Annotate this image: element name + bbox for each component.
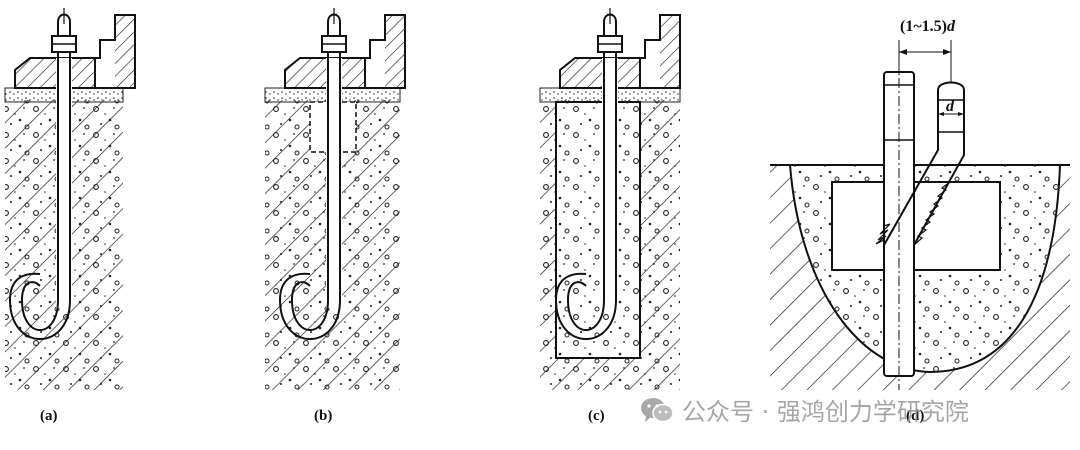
wechat-icon xyxy=(641,397,674,422)
panel-b xyxy=(264,8,406,390)
bolt-diameter-label: d xyxy=(946,98,954,115)
panel-d xyxy=(770,40,1070,390)
watermark: 公众号 · 强鸿创力学研究院 xyxy=(640,392,969,427)
spacing-dimension-symbol: d xyxy=(946,18,955,35)
panel-c xyxy=(539,8,681,390)
caption-c: (c) xyxy=(588,408,605,424)
spacing-dimension-prefix: (1~1.5) xyxy=(900,18,947,35)
caption-d: (d) xyxy=(906,408,925,424)
spacing-dimension-label: (1~1.5)d xyxy=(900,18,955,36)
panel-a xyxy=(4,8,136,390)
watermark-text: 公众号 · 强鸿创力学研究院 xyxy=(682,398,969,426)
caption-a: (a) xyxy=(40,408,58,424)
caption-b: (b) xyxy=(314,408,333,424)
